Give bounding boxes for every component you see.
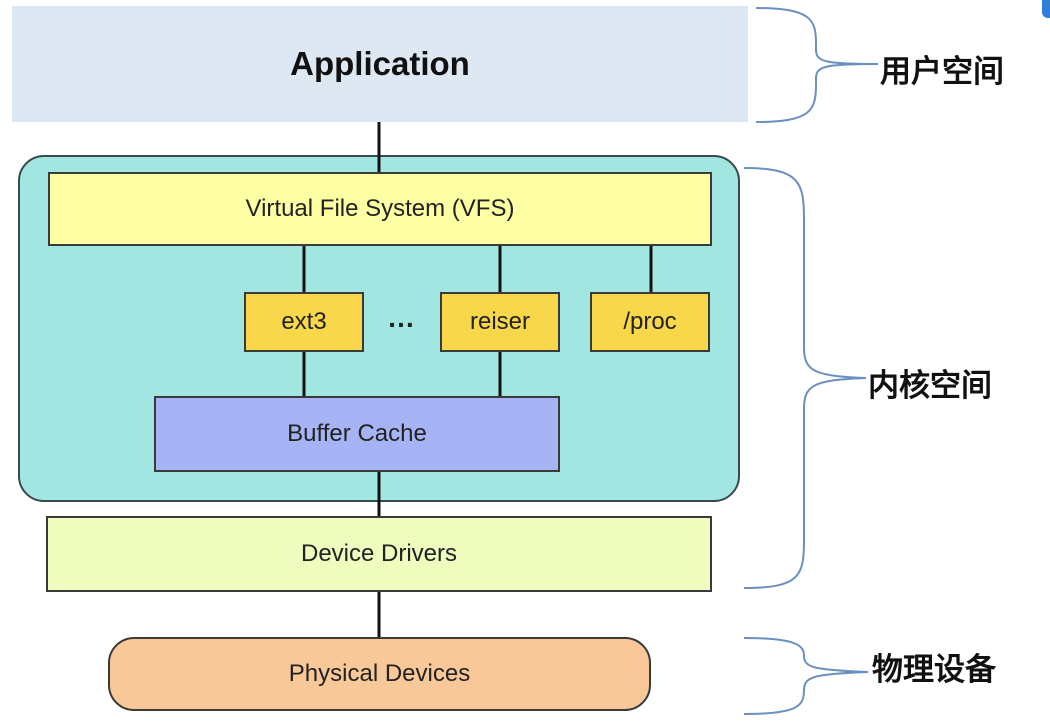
brace-user-space (755, 7, 879, 123)
buffer-cache-label: Buffer Cache (287, 420, 427, 447)
braces (743, 7, 879, 715)
filesystem-proc: /proc (590, 292, 710, 352)
application-block: Application (12, 6, 748, 122)
zone-label-kernel-space: 内核空间 (868, 368, 992, 404)
vfs-block: Virtual File System (VFS) (48, 172, 712, 246)
brace-physical-devices (743, 637, 869, 715)
application-label: Application (290, 45, 470, 82)
filesystem-label: /proc (623, 308, 677, 335)
device-drivers-block: Device Drivers (46, 516, 712, 592)
filesystem-ellipsis: … (387, 302, 417, 333)
device-drivers-label: Device Drivers (300, 540, 458, 567)
filesystem-label: reiser (469, 308, 530, 335)
filesystem-reiser: reiser (440, 292, 560, 352)
zone-label-physical-devices: 物理设备 (872, 652, 996, 688)
window-corner-accent (1042, 0, 1050, 18)
connectors (302, 122, 653, 637)
physical-devices-block: Physical Devices (108, 637, 651, 711)
filesystem-label: ext3 (281, 308, 327, 335)
vfs-label: Virtual File System (VFS) (245, 195, 515, 222)
buffer-cache-block: Buffer Cache (154, 396, 560, 472)
filesystem-ext3: ext3 (244, 292, 364, 352)
physical-devices-label: Physical Devices (288, 660, 471, 687)
zone-label-user-space: 用户空间 (880, 54, 1004, 90)
brace-kernel-space (743, 167, 867, 589)
